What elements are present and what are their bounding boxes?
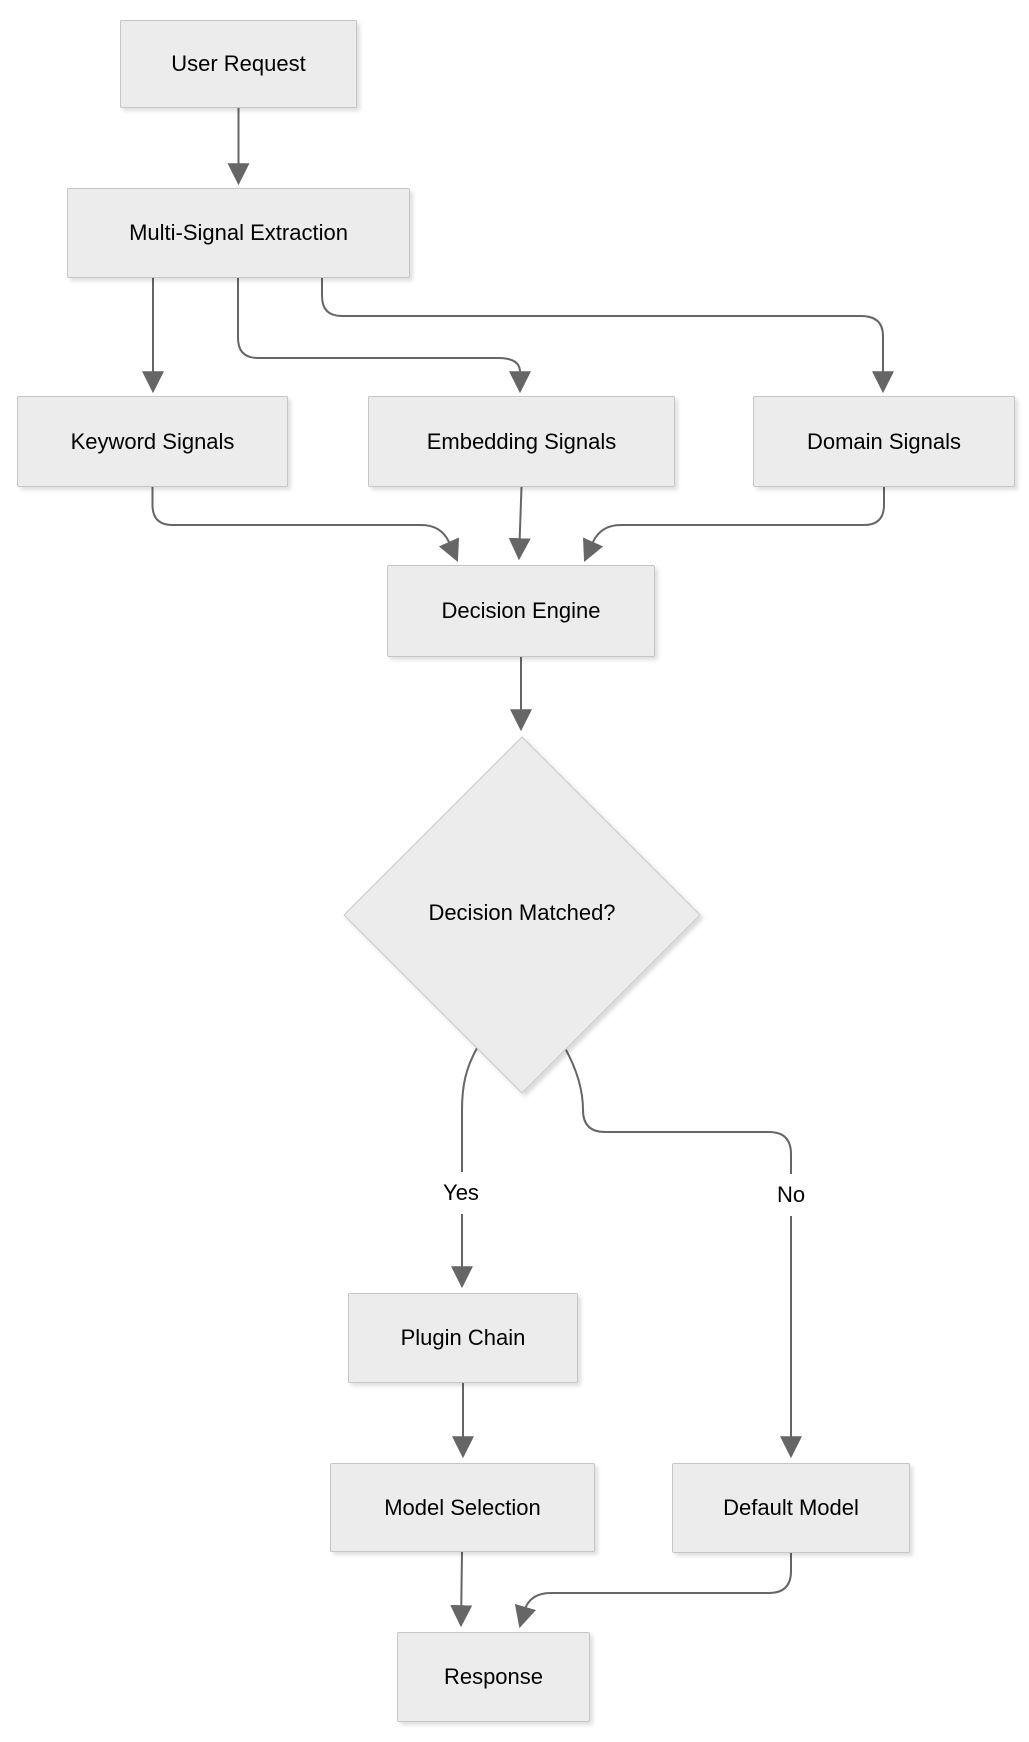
node-keyword-signals: Keyword Signals xyxy=(17,396,288,487)
edge-decision-matched-to-default-model xyxy=(564,1047,802,1459)
node-decision-matched-label: Decision Matched? xyxy=(428,900,616,925)
edge-keyword-signals-to-decision-engine xyxy=(151,487,460,563)
edge-model-selection-to-response xyxy=(450,1551,473,1628)
edge-multi-signal-extraction-to-domain-signals xyxy=(321,278,894,394)
edge-domain-signals-to-decision-engine xyxy=(582,487,885,563)
edge-decision-matched-to-plugin-chain xyxy=(451,1047,478,1289)
node-embedding-signals: Embedding Signals xyxy=(368,396,675,487)
node-decision-engine: Decision Engine xyxy=(387,565,655,657)
node-multi-signal-extraction: Multi-Signal Extraction xyxy=(67,188,410,278)
edge-default-model-to-response xyxy=(514,1553,792,1629)
node-response: Response xyxy=(397,1632,590,1722)
edge-label-yes: Yes xyxy=(426,1172,496,1214)
node-model-selection: Model Selection xyxy=(330,1463,595,1552)
edge-embedding-signals-to-decision-engine xyxy=(508,486,531,561)
edge-label-no: No xyxy=(761,1174,821,1216)
node-decision-matched-shape xyxy=(343,736,701,1094)
node-plugin-chain: Plugin Chain xyxy=(348,1293,578,1383)
node-domain-signals: Domain Signals xyxy=(753,396,1015,487)
node-user-request: User Request xyxy=(120,20,357,108)
edge-multi-signal-extraction-to-embedding-signals xyxy=(237,278,531,394)
node-default-model: Default Model xyxy=(672,1463,910,1553)
